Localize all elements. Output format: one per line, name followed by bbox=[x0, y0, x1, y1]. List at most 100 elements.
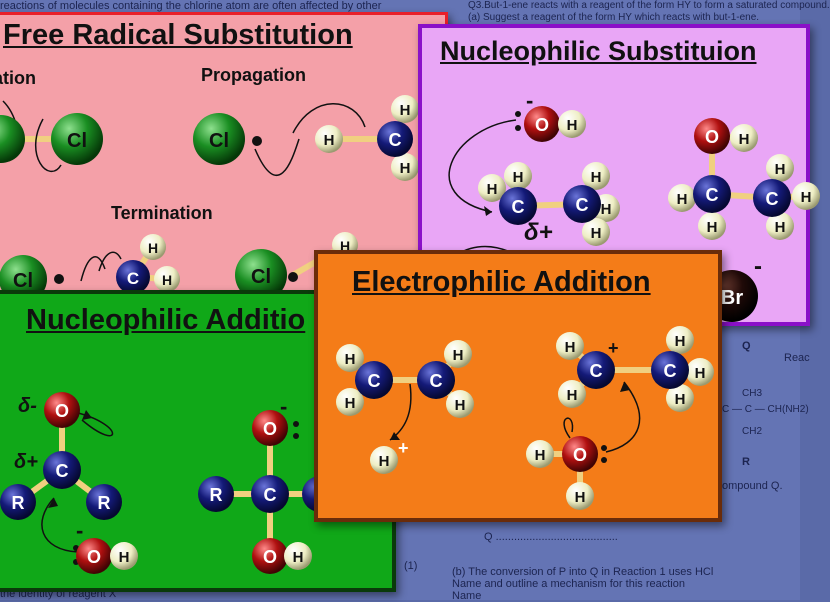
atom-label: H bbox=[591, 169, 602, 186]
atom-label: H bbox=[567, 387, 578, 404]
partial-negative-charge: δ- bbox=[18, 395, 37, 417]
atom-label: Br bbox=[721, 287, 743, 309]
atom-label: C bbox=[706, 185, 719, 205]
doc-question-part: (a) Suggest a reagent of the form HY whi… bbox=[468, 12, 760, 23]
hydrogen-atom bbox=[666, 384, 694, 412]
label-termination: Termination bbox=[111, 203, 213, 223]
carbon-atom bbox=[563, 185, 601, 223]
r-group bbox=[198, 476, 234, 512]
atom-label: H bbox=[739, 131, 750, 148]
doc-formula-ch2: CH2 bbox=[742, 426, 763, 437]
doc-question-title: Q3.But-1-ene reacts with a reagent of th… bbox=[468, 0, 830, 11]
atom-label: O bbox=[705, 127, 719, 147]
hydrogen-atom bbox=[582, 218, 610, 246]
carbon-atom bbox=[251, 475, 289, 513]
carbocation-carbon bbox=[577, 351, 615, 389]
atom-label: C bbox=[56, 461, 69, 481]
atom-label: O bbox=[535, 115, 549, 135]
atom-label: C bbox=[590, 361, 603, 381]
atom-label: H bbox=[535, 447, 546, 464]
card-electrophilic-addition: Electrophilic Addition H bbox=[314, 250, 722, 522]
oxygen-atom bbox=[252, 538, 288, 574]
partial-positive-charge: δ+ bbox=[14, 451, 38, 473]
atom-label: H bbox=[677, 191, 688, 208]
doc-name-label: Name bbox=[452, 590, 482, 602]
atom-label: O bbox=[55, 401, 69, 421]
atom-label: H bbox=[345, 395, 356, 412]
atom-label: R bbox=[98, 493, 111, 513]
hydrogen-atom bbox=[504, 162, 532, 190]
r-group bbox=[86, 484, 122, 520]
hydrogen-atom bbox=[391, 95, 419, 123]
atom-label: H bbox=[453, 347, 464, 364]
atom-label: H bbox=[775, 161, 786, 178]
hydrogen-atom bbox=[154, 266, 180, 292]
charge-positive: + bbox=[398, 438, 409, 458]
charge-negative: - bbox=[526, 88, 533, 113]
hydrogen-atom bbox=[792, 182, 820, 210]
oxygen-atom bbox=[694, 118, 730, 154]
doc-compound-q: ompound Q. bbox=[722, 480, 783, 492]
carbon-atom bbox=[43, 451, 81, 489]
atom-label: H bbox=[801, 189, 812, 206]
atom-label: H bbox=[119, 549, 130, 566]
atom-label: O bbox=[263, 547, 277, 567]
atom-label: H bbox=[675, 391, 686, 408]
card-nucleophilic-substitution: Nucleophilic Substituion - bbox=[418, 24, 820, 326]
carbon-atom bbox=[753, 179, 791, 217]
atom-label: O bbox=[263, 419, 277, 439]
atom-label: H bbox=[340, 238, 350, 254]
oxygen-atom bbox=[252, 410, 288, 446]
hydrogen-atom bbox=[556, 332, 584, 360]
charge-negative: - bbox=[76, 518, 83, 543]
carbon-atom bbox=[355, 361, 393, 399]
hydrogen-atom bbox=[666, 326, 694, 354]
atom-label: C bbox=[664, 361, 677, 381]
charge-negative: - bbox=[754, 253, 762, 280]
hydrogen-atom bbox=[730, 124, 758, 152]
atom-label: H bbox=[775, 219, 786, 236]
atom-label: R bbox=[210, 485, 223, 505]
doc-formula-chain: C — C — CH(NH2) bbox=[722, 404, 809, 415]
hydrogen-atom bbox=[370, 446, 398, 474]
hydrogen-atom bbox=[336, 388, 364, 416]
hydrogen-atom bbox=[582, 162, 610, 190]
charge-negative: - bbox=[280, 394, 287, 419]
atom-label: H bbox=[707, 219, 718, 236]
label-propagation: Propagation bbox=[201, 65, 307, 85]
label-initiation: ation bbox=[0, 68, 36, 88]
atom-label: H bbox=[487, 181, 498, 198]
atom-label: C bbox=[127, 269, 139, 288]
hydrogen-atom bbox=[668, 184, 696, 212]
carbon-atom bbox=[693, 175, 731, 213]
atom-label: H bbox=[148, 240, 158, 256]
atom-label: H bbox=[345, 351, 356, 368]
hydrogen-atom bbox=[140, 234, 166, 260]
doc-part-b-2: Name and outline a mechanism for this re… bbox=[452, 578, 685, 590]
oxygen-atom bbox=[44, 392, 80, 428]
atom-label: O bbox=[87, 547, 101, 567]
atom-label: H bbox=[601, 201, 612, 218]
carbon-atom bbox=[377, 121, 413, 157]
atom-label: Cl bbox=[13, 270, 33, 292]
hydrogen-atom bbox=[391, 153, 419, 181]
hydrogen-atom bbox=[686, 358, 714, 386]
hydrogen-atom bbox=[558, 110, 586, 138]
atom-label: C bbox=[766, 189, 779, 209]
hydrogen-atom bbox=[110, 542, 138, 570]
doc-answer-line: Q ......................................… bbox=[484, 531, 618, 543]
card-title-electrophilic-addition: Electrophilic Addition bbox=[352, 266, 651, 298]
hydrogen-atom bbox=[566, 482, 594, 510]
chlorine-atom bbox=[235, 249, 287, 301]
hydrogen-atom bbox=[766, 212, 794, 240]
card-title-nucleophilic-substitution: Nucleophilic Substituion bbox=[440, 36, 757, 66]
hydrogen-atom bbox=[446, 390, 474, 418]
atom-label: H bbox=[400, 102, 411, 119]
doc-part-b: (b) The conversion of P into Q in Reacti… bbox=[452, 566, 714, 578]
chlorine-atom bbox=[193, 113, 245, 165]
atom-label: H bbox=[675, 333, 686, 350]
atom-label: Cl bbox=[209, 130, 229, 152]
carbon-atom bbox=[499, 187, 537, 225]
atom-label: C bbox=[576, 195, 589, 215]
hydrogen-atom bbox=[315, 125, 343, 153]
